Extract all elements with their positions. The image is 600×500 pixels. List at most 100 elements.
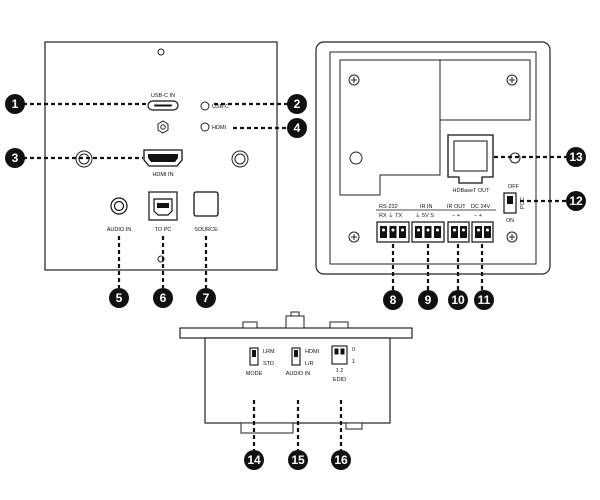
led-hdmi [200, 122, 210, 132]
callout-7: 7 [196, 288, 216, 308]
callout-5: 5 [109, 288, 129, 308]
audio-in-switch-knob [294, 350, 298, 357]
callout-1: 1 [5, 94, 25, 114]
callout-9: 9 [418, 290, 438, 310]
callout-3: 3 [5, 148, 25, 168]
rear-mount-hole-left [349, 151, 363, 165]
callout-16: 16 [331, 450, 351, 470]
bottom-tab-center [285, 315, 305, 329]
hdbaset-port-inner [453, 140, 488, 172]
callout-6: 6 [153, 288, 173, 308]
bottom-ledge [240, 422, 294, 434]
bottom-ledge-right [345, 422, 363, 430]
svg-text:12: 12 [569, 194, 583, 208]
poc-off-label: OFF [508, 184, 520, 190]
svg-text:4: 4 [294, 121, 301, 135]
audio-in-label: AUDIO IN [107, 227, 131, 233]
audio-bottom-label: L/R [305, 361, 314, 367]
mode-label: MODE [246, 371, 263, 377]
callout-13: 13 [566, 147, 586, 167]
svg-text:13: 13 [569, 150, 583, 164]
edid-dip-knob-1 [334, 348, 339, 355]
rear-panel: HDBaseT OUT OFF POC ON RS-232 IR IN IR O… [315, 41, 551, 275]
rear-screws [348, 74, 518, 243]
hex-nut-hole [160, 124, 166, 130]
usbc-in-label: USB-C IN [151, 93, 175, 99]
bottom-leaders [252, 400, 343, 450]
source-button [193, 191, 219, 217]
callout-8: 8 [383, 290, 403, 310]
callout-12: 12 [566, 191, 586, 211]
callout-11: 11 [474, 290, 494, 310]
edid-dip-switch [331, 345, 348, 365]
callout-10: 10 [448, 290, 468, 310]
audio-in-switch-label: AUDIO IN [286, 371, 310, 377]
ir-out-label: IR OUT [447, 204, 466, 210]
front-panel: USB-C IN USB-C HDMI HDMI IN AUDIO IN TO … [44, 41, 278, 271]
hdmi-port-inner [148, 154, 178, 162]
terminal-blocks [376, 221, 494, 243]
terminal-pins [380, 226, 491, 238]
bottom-tab-right [329, 321, 349, 329]
terminal-pin-holes [382, 228, 489, 232]
front-leaders [23, 102, 287, 288]
callout-14: 14 [244, 450, 264, 470]
ir-in-label: IR IN [420, 204, 433, 210]
poc-switch-knob [507, 196, 513, 204]
hdbaset-label: HDBaseT OUT [453, 188, 491, 194]
svg-text:3: 3 [12, 151, 19, 165]
rear-leaders [391, 155, 566, 290]
svg-text:10: 10 [451, 293, 465, 307]
svg-text:1: 1 [12, 97, 19, 111]
rear-bracket-right [440, 59, 531, 121]
source-label: SOURCE [194, 227, 218, 233]
rear-screw-crosses [351, 77, 515, 240]
hdmi-in-label: HDMI IN [152, 172, 173, 178]
dc-label: DC 24V [471, 204, 491, 210]
poc-on-label: ON [506, 218, 514, 224]
svg-text:15: 15 [291, 453, 305, 467]
edid-top-label: 0 [352, 347, 355, 353]
ir-out-pins: − + [452, 213, 460, 219]
usb-b-port-tongue [157, 203, 169, 208]
edid-switch-numbers: 1 2 [336, 368, 344, 374]
rs232-pins: RX ⏚ TX [379, 212, 402, 219]
svg-text:16: 16 [334, 453, 348, 467]
edid-bottom-label: 1 [352, 359, 355, 365]
svg-text:5: 5 [116, 291, 123, 305]
edid-label: EDID [333, 377, 346, 383]
svg-text:14: 14 [247, 453, 261, 467]
callouts: 1 2 3 4 5 6 7 8 9 10 11 12 13 14 15 16 [5, 94, 586, 470]
svg-text:6: 6 [160, 291, 167, 305]
svg-text:8: 8 [390, 293, 397, 307]
bottom-tab-left [242, 321, 258, 329]
poc-label: POC [520, 197, 526, 209]
led-usbc-label: USB-C [212, 104, 229, 110]
ir-in-pins: ⏚ 5V S [415, 212, 434, 219]
rs232-label: RS-232 [379, 204, 398, 210]
svg-text:9: 9 [425, 293, 432, 307]
bottom-tab-center-knob [290, 311, 300, 317]
mode-top-label: LRM [263, 349, 275, 355]
led-usbc [200, 101, 210, 111]
usbc-port-tongue [154, 104, 172, 107]
mode-switch-knob [252, 350, 256, 357]
svg-text:2: 2 [294, 97, 301, 111]
callout-15: 15 [288, 450, 308, 470]
front-top-screw [157, 48, 165, 56]
led-hdmi-label: HDMI [212, 125, 227, 131]
svg-text:7: 7 [203, 291, 210, 305]
audio-top-label: HDMI [305, 349, 320, 355]
callout-2: 2 [287, 94, 307, 114]
mode-bottom-label: STD [263, 361, 274, 367]
dc-pins: − + [474, 213, 482, 219]
callout-4: 4 [287, 118, 307, 138]
svg-text:11: 11 [478, 293, 491, 307]
to-pc-label: TO PC [155, 227, 172, 233]
front-right-mount-hole-inner [234, 153, 246, 165]
bottom-panel: LRM STD MODE HDMI L/R AUDIO IN 0 1 1 2 E… [179, 311, 413, 434]
bottom-cover [179, 327, 413, 339]
audio-jack-inner [113, 200, 125, 212]
edid-dip-knob-2 [340, 348, 345, 355]
